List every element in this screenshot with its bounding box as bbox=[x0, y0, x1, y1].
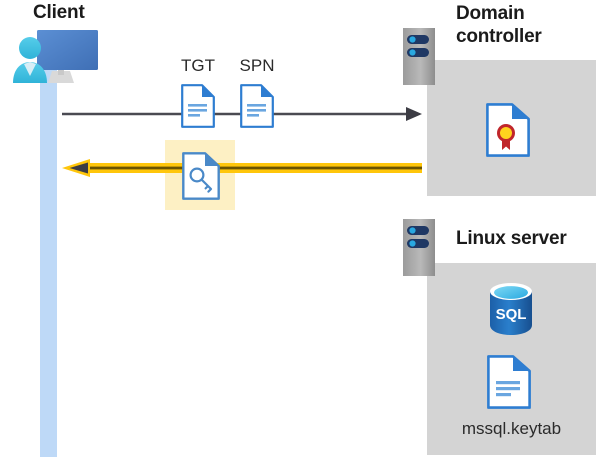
key-document-icon bbox=[182, 152, 220, 200]
sql-database-label: SQL bbox=[496, 306, 527, 323]
linux-server-title: Linux server bbox=[456, 228, 567, 249]
client-lifeline bbox=[40, 64, 57, 457]
keytab-file-label: mssql.keytab bbox=[461, 419, 562, 438]
keytab-document-icon bbox=[487, 355, 531, 409]
spn-document-icon bbox=[240, 84, 274, 128]
linux-server-server-icon bbox=[403, 219, 439, 281]
client-user-monitor-icon bbox=[8, 25, 108, 95]
tgt-label: TGT bbox=[181, 56, 215, 75]
client-title: Client bbox=[33, 2, 85, 23]
domain-controller-title-line2: controller bbox=[456, 26, 542, 47]
certificate-document-icon bbox=[486, 103, 530, 157]
domain-controller-server-icon bbox=[403, 28, 439, 90]
domain-controller-title-line1: Domain bbox=[456, 3, 525, 24]
sql-database-icon: SQL bbox=[485, 281, 537, 337]
spn-label: SPN bbox=[239, 56, 275, 75]
tgt-document-icon bbox=[181, 84, 215, 128]
request-arrow-client-to-dc bbox=[62, 107, 422, 121]
response-arrow-dc-to-client bbox=[60, 158, 422, 180]
